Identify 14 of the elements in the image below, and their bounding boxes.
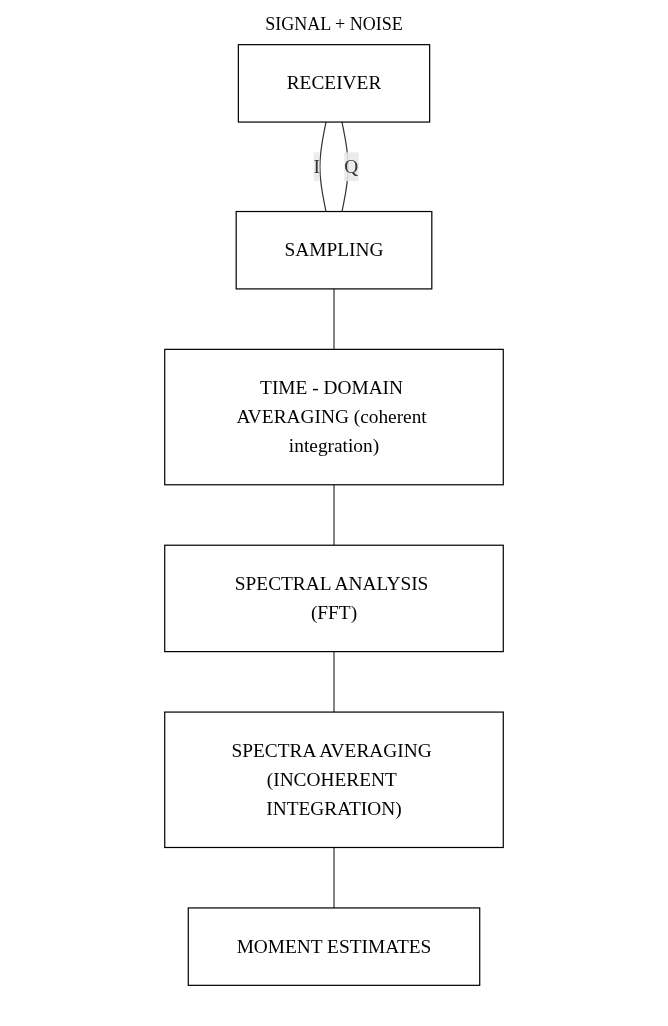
connector: [333, 484, 335, 546]
connector: [319, 121, 327, 213]
input-label: SIGNAL + NOISE: [265, 14, 403, 35]
node-box: SPECTRAL ANALYSIS (FFT): [164, 544, 504, 653]
node-box: TIME - DOMAIN AVERAGING (coherent integration): [164, 348, 504, 486]
node-box: RECEIVER: [237, 44, 431, 123]
connector: [333, 288, 335, 350]
node-box: MOMENT ESTIMATES: [187, 907, 481, 986]
node-box: SPECTRA AVERAGING (INCOHERENT INTEGRATION): [164, 711, 504, 849]
connector: [333, 846, 335, 909]
node-box: SAMPLING: [235, 210, 433, 290]
edge-label: I: [313, 155, 321, 177]
connector: [333, 651, 335, 713]
edge-label: Q: [344, 155, 359, 177]
